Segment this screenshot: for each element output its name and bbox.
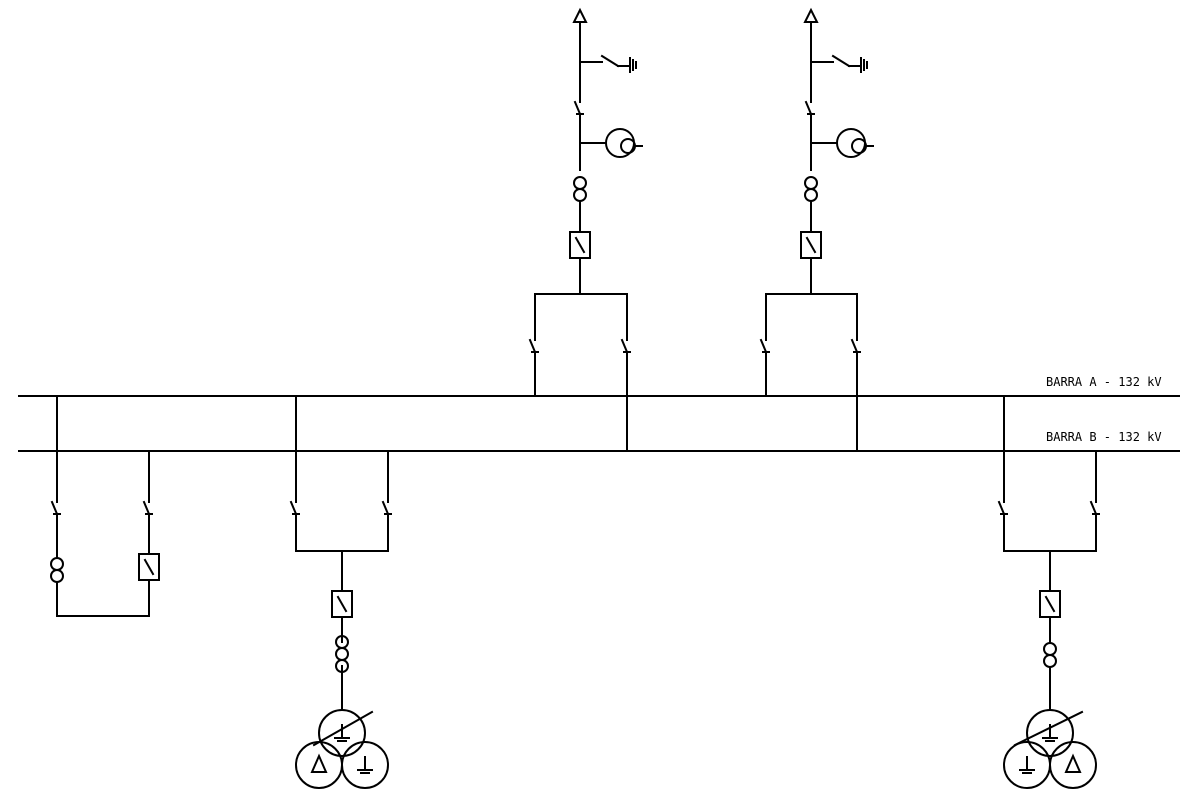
- circuit-breaker-icon: [138, 553, 160, 581]
- circuit-breaker-icon: [800, 231, 822, 259]
- line-bay-1: [529, 9, 643, 452]
- three-winding-transformer-icon: [1003, 709, 1097, 789]
- disconnector-icon: [998, 479, 1008, 531]
- current-transformer-icon: [1043, 642, 1057, 668]
- current-transformer-icon: [573, 176, 587, 202]
- earthing-switch-icon: [810, 55, 868, 73]
- line-arrow-icon: [573, 9, 587, 23]
- disconnector-icon: [851, 317, 861, 369]
- disconnector-icon: [290, 479, 300, 531]
- disconnector-icon: [1090, 479, 1100, 531]
- line-arrow-icon: [804, 9, 818, 23]
- line-bay-2: [760, 9, 874, 452]
- circuit-breaker-icon: [331, 590, 353, 618]
- disconnector-icon: [574, 79, 584, 131]
- three-winding-transformer-icon: [295, 709, 389, 789]
- disconnector-icon: [143, 479, 153, 531]
- current-transformer-icon: [804, 176, 818, 202]
- disconnector-icon: [805, 79, 815, 131]
- voltage-transformer-icon: [836, 128, 874, 158]
- disconnector-icon: [382, 479, 392, 531]
- transformer-bay-1: [290, 395, 392, 789]
- voltage-transformer-icon: [605, 128, 643, 158]
- busbar-a-label: BARRA A - 132 kV: [1046, 375, 1162, 389]
- circuit-breaker-icon: [569, 231, 591, 259]
- circuit-breaker-icon: [1039, 590, 1061, 618]
- current-transformer-icon: [50, 557, 64, 583]
- earthing-switch-icon: [579, 55, 637, 73]
- transformer-bay-2: [998, 395, 1100, 789]
- disconnector-icon: [760, 317, 770, 369]
- disconnector-icon: [621, 317, 631, 369]
- bus-coupler-bay: [50, 395, 160, 617]
- busbar-b-label: BARRA B - 132 kV: [1046, 430, 1162, 444]
- disconnector-icon: [51, 479, 61, 531]
- disconnector-icon: [529, 317, 539, 369]
